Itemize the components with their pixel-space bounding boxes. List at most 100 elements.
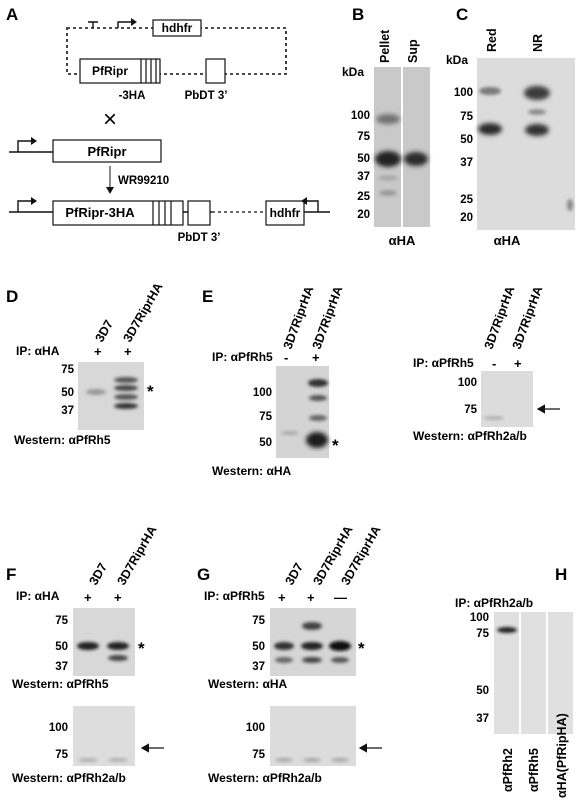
mw-b-37: 37 xyxy=(357,171,370,183)
ip-label-h: IP: αPfRh2a/b xyxy=(455,596,533,610)
panel-f: F 3D7 3D7RiprHA IP: αHA + + 75 50 37 * W… xyxy=(6,523,164,785)
lane-label-f-3d7: 3D7 xyxy=(86,561,110,588)
mw-c-100: 100 xyxy=(454,87,473,99)
ip-label-g: IP: αPfRh5 xyxy=(204,589,265,603)
panel-f-letter: F xyxy=(6,565,16,584)
lane-label-d-3d7riprha: 3D7RiprHA xyxy=(120,280,165,344)
blot-e-right xyxy=(481,371,533,427)
panel-g: G 3D7 3D7RiprHA 3D7RiprHA IP: αPfRh5 + +… xyxy=(197,523,384,785)
ip-sign-e-2: + xyxy=(312,350,320,365)
plasmid-gene-label: PfRipr xyxy=(92,64,128,78)
result-promoter-icon xyxy=(17,200,32,212)
plasmid-hdhfr-box xyxy=(152,19,202,37)
asterisk-d: * xyxy=(147,382,154,401)
panel-g-letter: G xyxy=(197,565,210,584)
plasmid-utr-box xyxy=(205,58,226,84)
mw-c-75: 75 xyxy=(460,111,473,123)
ip-label-e: IP: αPfRh5 xyxy=(212,350,273,364)
asterisk-g: * xyxy=(358,639,365,658)
panel-h-letter: H xyxy=(555,565,567,584)
panel-c-letter: C xyxy=(456,5,468,24)
drug-label: WR99210 xyxy=(118,175,169,187)
band-pellet-120 xyxy=(376,114,400,124)
panel-b: B Pellet Sup kDa 100 75 50 37 25 20 αHA xyxy=(342,5,430,248)
hdhfr-promoter-icon xyxy=(306,200,319,212)
western-g-top: Western: αHA xyxy=(208,677,288,691)
mw-b-100: 100 xyxy=(351,110,370,122)
ip-label-d: IP: αHA xyxy=(16,344,60,358)
kda-label: kDa xyxy=(342,65,364,79)
asterisk-e: * xyxy=(332,436,339,455)
ip-label-f: IP: αHA xyxy=(16,589,60,603)
western-f-bottom: Western: αPfRh2a/b xyxy=(12,771,126,785)
ip-label-e-right: IP: αPfRh5 xyxy=(413,356,474,370)
lane-label-f-3d7riprha: 3D7RiprHA xyxy=(114,523,159,587)
result-gene-box xyxy=(52,200,184,226)
lane-label-g-1: 3D7 xyxy=(282,561,306,588)
mw-d-75: 75 xyxy=(61,364,74,376)
mw-h-100: 100 xyxy=(470,612,489,624)
ip-sign-e-1: - xyxy=(284,350,288,365)
band-red-60 xyxy=(478,123,502,135)
band-red-130 xyxy=(479,87,501,95)
blot-g-top xyxy=(270,608,356,676)
western-e: Western: αHA xyxy=(212,464,292,478)
blot-c xyxy=(477,58,575,230)
mw-g-75: 75 xyxy=(252,615,265,627)
lane-label-red: Red xyxy=(485,28,499,52)
result-gene-label: PfRipr-3HA xyxy=(65,205,135,220)
antibody-c: αHA xyxy=(494,233,521,248)
ip-sign-e-3: - xyxy=(492,356,496,371)
result-utr-label: PbDT 3’ xyxy=(178,232,221,244)
band-nr-120 xyxy=(524,86,550,100)
band-pellet-30 xyxy=(379,190,397,196)
mw-f-37: 37 xyxy=(55,661,68,673)
ip-sign-g-2: + xyxy=(307,590,315,605)
lane-label-h-1: αPfRh2 xyxy=(501,748,515,792)
mw-f-50: 50 xyxy=(55,641,68,653)
mw-d-50: 50 xyxy=(61,387,74,399)
plasmid-ha-tag-lines xyxy=(140,59,157,83)
lane-label-pellet: Pellet xyxy=(378,29,392,63)
ip-sign-f-1: + xyxy=(84,590,92,605)
mw-e-right-100: 100 xyxy=(458,377,477,389)
mw-h-75: 75 xyxy=(476,628,489,640)
locus-promoter-icon xyxy=(17,140,32,152)
mw-h-50: 50 xyxy=(476,685,489,697)
western-g-bottom: Western: αPfRh2a/b xyxy=(208,771,322,785)
western-d: Western: αPfRh5 xyxy=(14,433,111,447)
mw-b-75: 75 xyxy=(357,131,370,143)
ip-sign-f-2: + xyxy=(114,590,122,605)
result-utr-box xyxy=(187,200,211,226)
result-hdhfr-label: hdhfr xyxy=(270,206,301,220)
mw-e-right-75: 75 xyxy=(464,404,477,416)
mw-g-bottom-75: 75 xyxy=(252,749,265,761)
result-hdhfr-box xyxy=(265,200,305,226)
plasmid-utr-label: PbDT 3’ xyxy=(185,90,228,102)
kda-label-c: kDa xyxy=(446,53,468,67)
panel-h: H IP: αPfRh2a/b 100 75 50 37 αPfRh2 αPfR… xyxy=(455,565,573,798)
terminator-icon xyxy=(88,21,98,28)
mw-b-25: 25 xyxy=(357,191,370,203)
mw-e-100: 100 xyxy=(253,387,272,399)
panel-e: E 3D7RiprHA 3D7RiprHA IP: αPfRh5 - + 100… xyxy=(202,284,560,478)
mw-g-50: 50 xyxy=(252,641,265,653)
panel-e-letter: E xyxy=(202,287,213,306)
mw-h-37: 37 xyxy=(476,713,489,725)
band-nr-60 xyxy=(525,124,549,136)
ip-sign-g-1: + xyxy=(278,590,286,605)
locus-gene-box xyxy=(52,139,162,163)
ip-sign-d-1: + xyxy=(94,344,102,359)
lane-label-h-2: αPfRh5 xyxy=(527,748,541,792)
mw-e-75: 75 xyxy=(259,411,272,423)
blot-h xyxy=(494,612,573,734)
band-pellet-60 xyxy=(375,151,401,167)
blot-b xyxy=(374,67,430,227)
plasmid-gene-box xyxy=(79,58,161,84)
panel-c: C Red NR kDa 100 75 50 37 25 20 αHA xyxy=(446,5,575,248)
band-sup-60 xyxy=(404,152,428,166)
mw-c-20: 20 xyxy=(460,212,473,224)
mw-d-37: 37 xyxy=(61,405,74,417)
antibody-b: αHA xyxy=(389,233,416,248)
